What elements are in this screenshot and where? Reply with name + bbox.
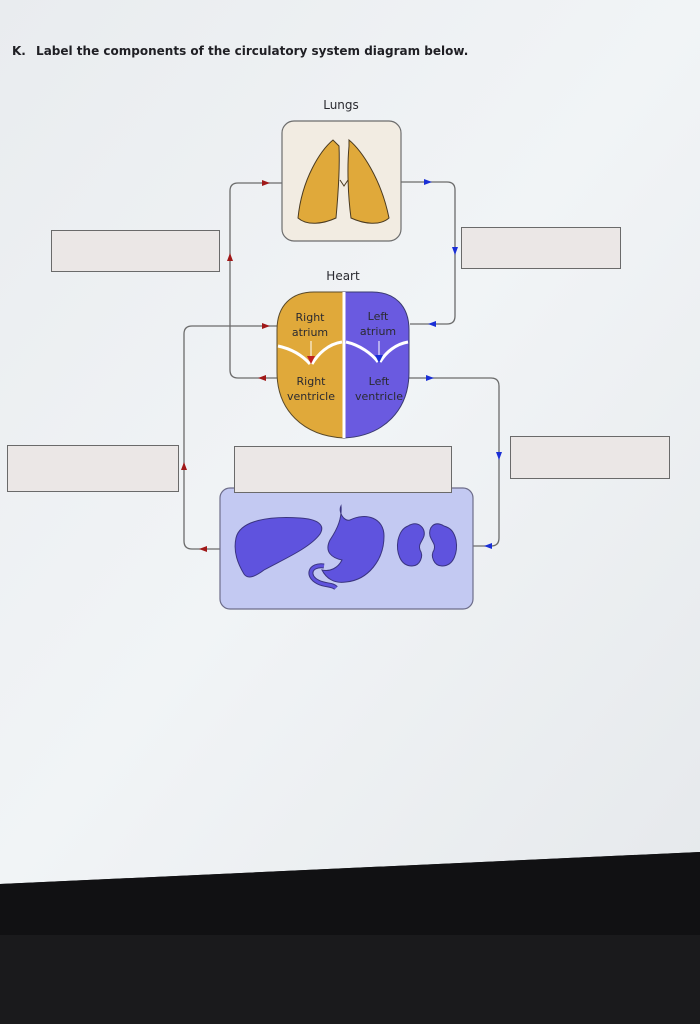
arrow-down-aorta (496, 452, 502, 460)
lungs-label: Lungs (323, 98, 359, 112)
answer-box-body[interactable] (234, 446, 452, 493)
lungs-panel (281, 120, 402, 242)
right-flow-arrow (307, 356, 315, 364)
right-ventricle-label-line1: Right (296, 375, 326, 388)
arrow-into-left-atrium (428, 321, 436, 327)
left-kidney-icon (397, 523, 425, 567)
arrow-out-left-ventricle (426, 375, 434, 381)
intestine-icon-fill (309, 564, 338, 590)
question-prompt: Label the components of the circulatory … (36, 44, 469, 58)
answer-box-pulmonary-artery[interactable] (51, 230, 220, 272)
left-flow-arrow (375, 355, 383, 363)
aorta-line (408, 377, 500, 547)
right-kidney-icon (429, 523, 457, 567)
heart-right-side (276, 291, 345, 439)
arrow-up-vena-cava (181, 462, 187, 470)
liver-icon (234, 517, 323, 578)
right-atrium-label-line1: Right (295, 311, 325, 324)
answer-box-pulmonary-vein[interactable] (461, 227, 621, 269)
arrow-from-lungs (424, 179, 432, 185)
left-ventricle-label-line2: ventricle (354, 390, 403, 403)
stomach-icon (321, 504, 385, 583)
arrow-out-right-ventricle (258, 375, 266, 381)
answer-box-vena-cava[interactable] (7, 445, 179, 492)
arrow-up-pulmonary (227, 253, 233, 261)
right-lung-icon (347, 138, 390, 224)
left-ventricle-label-line1: Left (368, 375, 390, 388)
trachea-icon (339, 179, 349, 187)
heart-left-side (343, 291, 410, 439)
arrow-down-pulmonary-vein (452, 247, 458, 255)
answer-box-aorta[interactable] (510, 436, 670, 479)
arrow-out-body (199, 546, 207, 552)
arrow-into-body (484, 543, 492, 549)
mitral-valve (345, 340, 409, 363)
pulmonary-artery-line (229, 182, 282, 379)
left-atrium-label-line2: atrium (359, 325, 397, 338)
heart-label: Heart (326, 269, 360, 283)
right-ventricle-label-line2: ventricle (286, 390, 335, 403)
left-atrium-label-line1: Left (367, 310, 389, 323)
left-lung-icon (297, 139, 340, 224)
right-atrium-label: Right atrium (284, 310, 336, 340)
monitor-stand-shadow (0, 935, 700, 1024)
left-ventricle-label: Left ventricle (348, 374, 410, 404)
document-page (0, 0, 700, 884)
arrow-to-lungs (262, 180, 270, 186)
question-text: K. Label the components of the circulato… (12, 44, 468, 58)
question-number: K. (12, 44, 26, 58)
arrow-into-right-atrium (262, 323, 270, 329)
tricuspid-valve (277, 340, 343, 366)
left-atrium-label: Left atrium (352, 309, 404, 339)
vena-cava-line (183, 325, 278, 550)
right-ventricle-label: Right ventricle (280, 374, 342, 404)
right-atrium-label-line2: atrium (291, 326, 329, 339)
